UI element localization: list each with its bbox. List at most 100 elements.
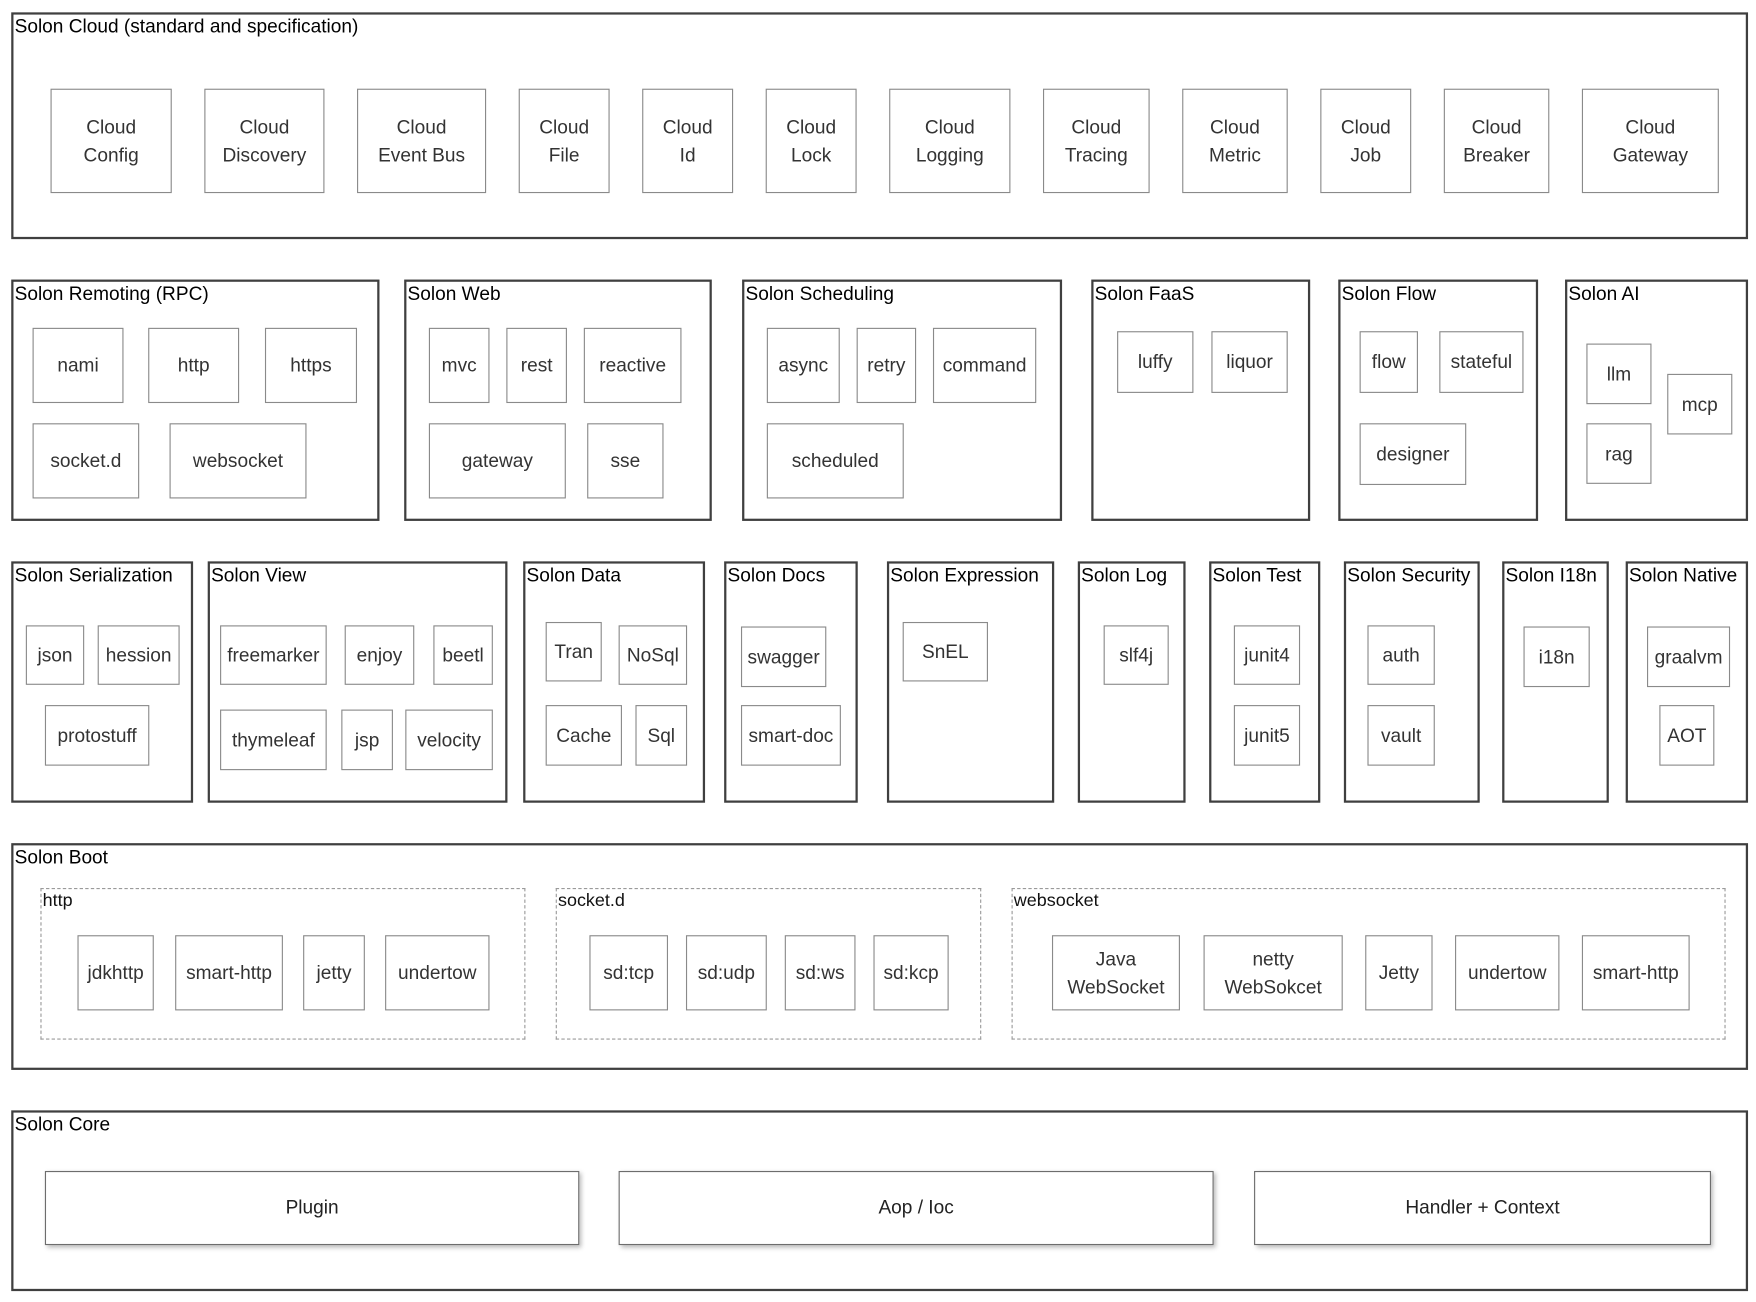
module-beetl: beetl bbox=[433, 625, 493, 685]
module-plugin: Plugin bbox=[44, 1170, 580, 1246]
module-handler-context: Handler + Context bbox=[1254, 1170, 1711, 1246]
module-jdkhttp: jdkhttp bbox=[77, 935, 154, 1011]
module-liquor: liquor bbox=[1211, 331, 1288, 393]
module-websocket: websocket bbox=[169, 423, 307, 499]
module-nami: nami bbox=[32, 327, 124, 404]
module-cloud-id: Cloud Id bbox=[642, 88, 734, 194]
module-rag: rag bbox=[1586, 423, 1652, 484]
subgroup-socket-d: socket.d bbox=[555, 888, 982, 1040]
group-title: Solon Security bbox=[1347, 564, 1471, 587]
module-cloud-metric: Cloud Metric bbox=[1182, 88, 1288, 194]
module-graalvm: graalvm bbox=[1647, 626, 1731, 688]
module-swagger: swagger bbox=[740, 626, 827, 688]
module-scheduled: scheduled bbox=[766, 423, 904, 499]
module-junit5: junit5 bbox=[1233, 705, 1301, 766]
module-gateway: gateway bbox=[428, 423, 566, 499]
module-sd-ws: sd:ws bbox=[784, 935, 856, 1011]
group-title: Solon Test bbox=[1212, 564, 1302, 587]
module-reactive: reactive bbox=[583, 327, 682, 404]
module-llm: llm bbox=[1586, 343, 1652, 405]
module-stateful: stateful bbox=[1439, 331, 1524, 393]
group-title: Solon Remoting (RPC) bbox=[14, 282, 209, 305]
module-cloud-config: Cloud Config bbox=[50, 88, 172, 194]
group-solon-faas: Solon FaaS bbox=[1091, 279, 1311, 521]
module-cloud-file: Cloud File bbox=[518, 88, 610, 194]
module-cloud-logging: Cloud Logging bbox=[889, 88, 1011, 194]
module-thymeleaf: thymeleaf bbox=[220, 709, 327, 771]
subgroup-title: http bbox=[42, 891, 73, 911]
group-title: Solon Data bbox=[526, 564, 621, 587]
subgroup-title: socket.d bbox=[557, 891, 625, 911]
module-sd-tcp: sd:tcp bbox=[589, 935, 669, 1011]
group-title: Solon AI bbox=[1568, 282, 1640, 305]
module-smart-http: smart-http bbox=[175, 935, 283, 1011]
module-java-websocket: Java WebSocket bbox=[1051, 935, 1180, 1011]
module-cloud-job: Cloud Job bbox=[1320, 88, 1412, 194]
module-undertow-websocket: undertow bbox=[1455, 935, 1560, 1011]
module-jetty-websocket: Jetty bbox=[1365, 935, 1433, 1011]
module-cloud-tracing: Cloud Tracing bbox=[1042, 88, 1150, 194]
module-jsp: jsp bbox=[341, 709, 393, 771]
module-mvc: mvc bbox=[428, 327, 490, 404]
module-json: json bbox=[25, 625, 85, 685]
group-title: Solon Serialization bbox=[14, 564, 173, 587]
module-nosql: NoSql bbox=[618, 625, 688, 685]
module-velocity: velocity bbox=[405, 709, 493, 771]
group-title: Solon Log bbox=[1081, 564, 1168, 587]
group-title: Solon Web bbox=[407, 282, 501, 305]
module-aop-ioc: Aop / Ioc bbox=[618, 1170, 1214, 1246]
module-sd-kcp: sd:kcp bbox=[873, 935, 949, 1011]
module-https: https bbox=[264, 327, 358, 404]
module-designer: designer bbox=[1359, 423, 1467, 486]
module-retry: retry bbox=[856, 327, 917, 404]
module-cloud-event-bus: Cloud Event Bus bbox=[357, 88, 487, 194]
module-undertow: undertow bbox=[385, 935, 490, 1011]
module-vault: vault bbox=[1367, 705, 1435, 766]
group-solon-expression: Solon Expression bbox=[886, 561, 1055, 803]
module-smart-http-websocket: smart-http bbox=[1581, 935, 1690, 1011]
module-jetty: jetty bbox=[303, 935, 365, 1011]
module-junit4: junit4 bbox=[1233, 625, 1301, 685]
group-title: Solon Scheduling bbox=[745, 282, 895, 305]
module-enjoy: enjoy bbox=[344, 625, 415, 685]
group-title: Solon Cloud (standard and specification) bbox=[14, 15, 359, 38]
group-title: Solon Native bbox=[1629, 564, 1738, 587]
module-sse: sse bbox=[587, 423, 664, 499]
module-slf4j: slf4j bbox=[1103, 625, 1169, 685]
module-mcp: mcp bbox=[1667, 373, 1733, 435]
module-cloud-discovery: Cloud Discovery bbox=[204, 88, 325, 194]
group-title: Solon FaaS bbox=[1094, 282, 1195, 305]
module-cloud-breaker: Cloud Breaker bbox=[1443, 88, 1550, 194]
group-title: Solon Flow bbox=[1341, 282, 1437, 305]
module-luffy: luffy bbox=[1117, 331, 1194, 393]
module-sql: Sql bbox=[635, 705, 688, 766]
module-socket-d: socket.d bbox=[32, 423, 140, 499]
group-title: Solon Boot bbox=[14, 846, 108, 868]
module-rest: rest bbox=[506, 327, 567, 404]
subgroup-websocket: websocket bbox=[1011, 888, 1726, 1040]
group-title: Solon Core bbox=[14, 1113, 111, 1136]
module-hession: hession bbox=[97, 625, 180, 685]
module-command: command bbox=[932, 327, 1037, 404]
module-netty-websokcet: netty WebSokcet bbox=[1203, 935, 1343, 1011]
group-title: Solon View bbox=[211, 564, 307, 587]
module-protostuff: protostuff bbox=[44, 705, 150, 766]
module-aot: AOT bbox=[1659, 705, 1715, 766]
group-title: Solon Docs bbox=[727, 564, 826, 587]
group-solon-test: Solon Test bbox=[1209, 561, 1321, 803]
module-cloud-gateway: Cloud Gateway bbox=[1581, 88, 1719, 194]
module-smart-doc: smart-doc bbox=[740, 705, 841, 766]
group-title: Solon Expression bbox=[890, 564, 1039, 587]
module-cache: Cache bbox=[545, 705, 622, 766]
module-tran: Tran bbox=[545, 621, 602, 682]
subgroup-title: websocket bbox=[1013, 891, 1099, 911]
group-title: Solon I18n bbox=[1505, 564, 1597, 587]
module-async: async bbox=[766, 327, 840, 404]
subgroup-http: http bbox=[40, 888, 526, 1040]
module-auth: auth bbox=[1367, 625, 1435, 685]
module-snel: SnEL bbox=[902, 621, 988, 682]
module-flow: flow bbox=[1359, 331, 1418, 393]
module-sd-udp: sd:udp bbox=[685, 935, 767, 1011]
module-cloud-lock: Cloud Lock bbox=[765, 88, 857, 194]
